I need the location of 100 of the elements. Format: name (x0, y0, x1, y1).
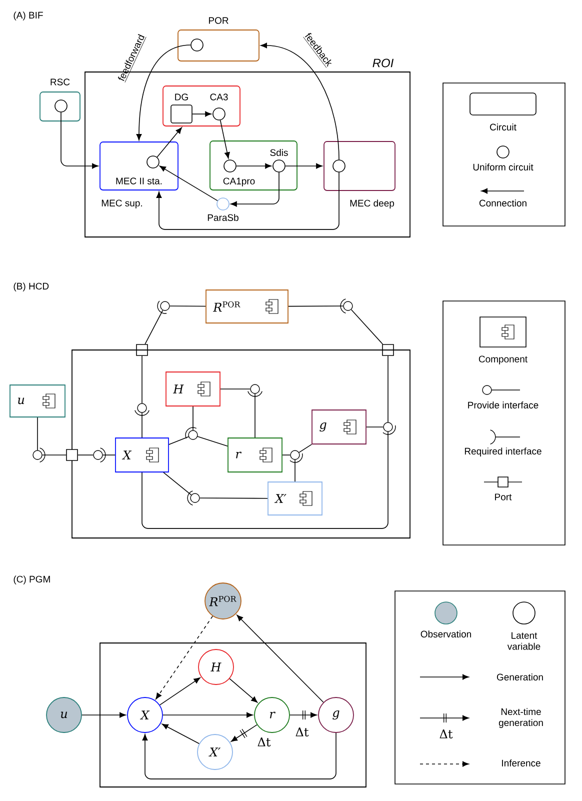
arrow (285, 163, 322, 169)
legend-entry: Inference (420, 760, 540, 767)
arrow (260, 42, 340, 160)
node-label: MEC II sta. (116, 178, 162, 184)
connector-line (163, 472, 192, 496)
component-box: g (312, 410, 366, 444)
circuit-box: POR (178, 17, 260, 62)
node-label: POR (208, 17, 228, 24)
arrow (60, 112, 98, 169)
legend-entry: Latent variable (507, 602, 540, 650)
interface-symbol (248, 384, 262, 397)
component-box: X (115, 438, 169, 472)
component-box: X′ (268, 482, 322, 516)
arrow (290, 710, 317, 720)
circuit-box: RSC (40, 78, 80, 122)
legend-entry: Connection (479, 188, 526, 206)
rounded-square: DG (170, 94, 192, 124)
panel-label: (B) HCD (14, 282, 49, 292)
circuit-circle (332, 160, 346, 172)
dashed-arrow (156, 616, 213, 700)
legend-entry: Uniform circuit (473, 146, 534, 170)
connector-line (298, 444, 312, 453)
node-label: MEC sup. (102, 200, 142, 208)
connector-line (192, 406, 194, 431)
interface-symbol (340, 298, 353, 314)
connector-line (350, 309, 384, 344)
arrow (159, 166, 218, 202)
connector-line (144, 310, 164, 344)
connector-line (37, 417, 38, 451)
port-square (136, 344, 148, 356)
node-label: DG (175, 94, 188, 100)
interface-symbol (134, 403, 150, 416)
connector-line (78, 454, 94, 456)
arrow (236, 614, 324, 703)
component-box: u (10, 384, 66, 418)
connector-line (366, 426, 384, 428)
panel-label: (C) PGM (14, 576, 50, 584)
interface-symbol (185, 427, 198, 440)
node-label: CA1pro (223, 178, 255, 186)
circuit-box (162, 86, 240, 126)
circuit-box (210, 140, 298, 190)
component-box: r (228, 438, 282, 472)
connector-line (102, 454, 116, 456)
component-box: R$^{POR}$ (206, 290, 288, 324)
legend-entry: Provide interface (468, 385, 538, 408)
panel-label: (A) BIF (14, 12, 43, 20)
circuit-box: MEC deep (324, 141, 396, 208)
container-box (72, 350, 410, 538)
connector-line (42, 454, 66, 456)
connector-line (254, 393, 256, 438)
circuit-circle (190, 38, 204, 52)
interface-symbol (93, 448, 106, 462)
legend-entry: Required interface (464, 430, 542, 456)
connector-line (142, 431, 388, 529)
interface-symbol (157, 300, 170, 314)
port-square (66, 449, 78, 461)
interface-symbol (382, 422, 396, 435)
arrow (142, 732, 336, 780)
connector-line (294, 459, 296, 482)
circuit-circle (54, 100, 68, 112)
connector-line (197, 436, 228, 447)
interface-symbol (32, 448, 46, 462)
component-box: H (166, 372, 220, 406)
connector-line (169, 306, 206, 307)
edge-label: Δt (296, 728, 309, 736)
connector-line (282, 454, 291, 456)
arrow (156, 127, 182, 158)
interface-symbol (290, 450, 303, 463)
arrow (230, 172, 280, 207)
plate-box (100, 642, 366, 788)
legend-entry: Component (478, 316, 528, 364)
arrow (159, 678, 200, 706)
arrow (82, 712, 126, 718)
legend-entry: Observation (420, 602, 471, 638)
arrow (220, 120, 230, 159)
symbol-label: Δt (440, 730, 453, 738)
arrow (162, 724, 200, 744)
arrow (162, 712, 253, 718)
arrow (230, 724, 258, 742)
connector-line (199, 498, 268, 499)
node-label: CA3 (210, 94, 228, 100)
legend-entry: Next-time generation (420, 708, 543, 728)
node-label: Sdis (270, 149, 288, 156)
node-label: ParaSb (208, 214, 238, 221)
edge-label: Δt (258, 738, 271, 746)
connector-line (288, 306, 344, 307)
node-label: MEC deep (350, 200, 394, 208)
port-square (382, 344, 394, 356)
arrow (236, 163, 272, 169)
connector-line (220, 388, 251, 390)
legend-entry: Circuit (470, 92, 536, 130)
interface-symbol (187, 490, 200, 506)
arrow (136, 44, 191, 140)
arrow (192, 111, 212, 117)
arrow (229, 678, 258, 703)
legend-entry: Generation (420, 674, 543, 680)
arrow (156, 172, 340, 230)
node-label: RSC (50, 78, 70, 86)
connector-line (168, 436, 189, 445)
legend-entry: Port (484, 476, 522, 500)
